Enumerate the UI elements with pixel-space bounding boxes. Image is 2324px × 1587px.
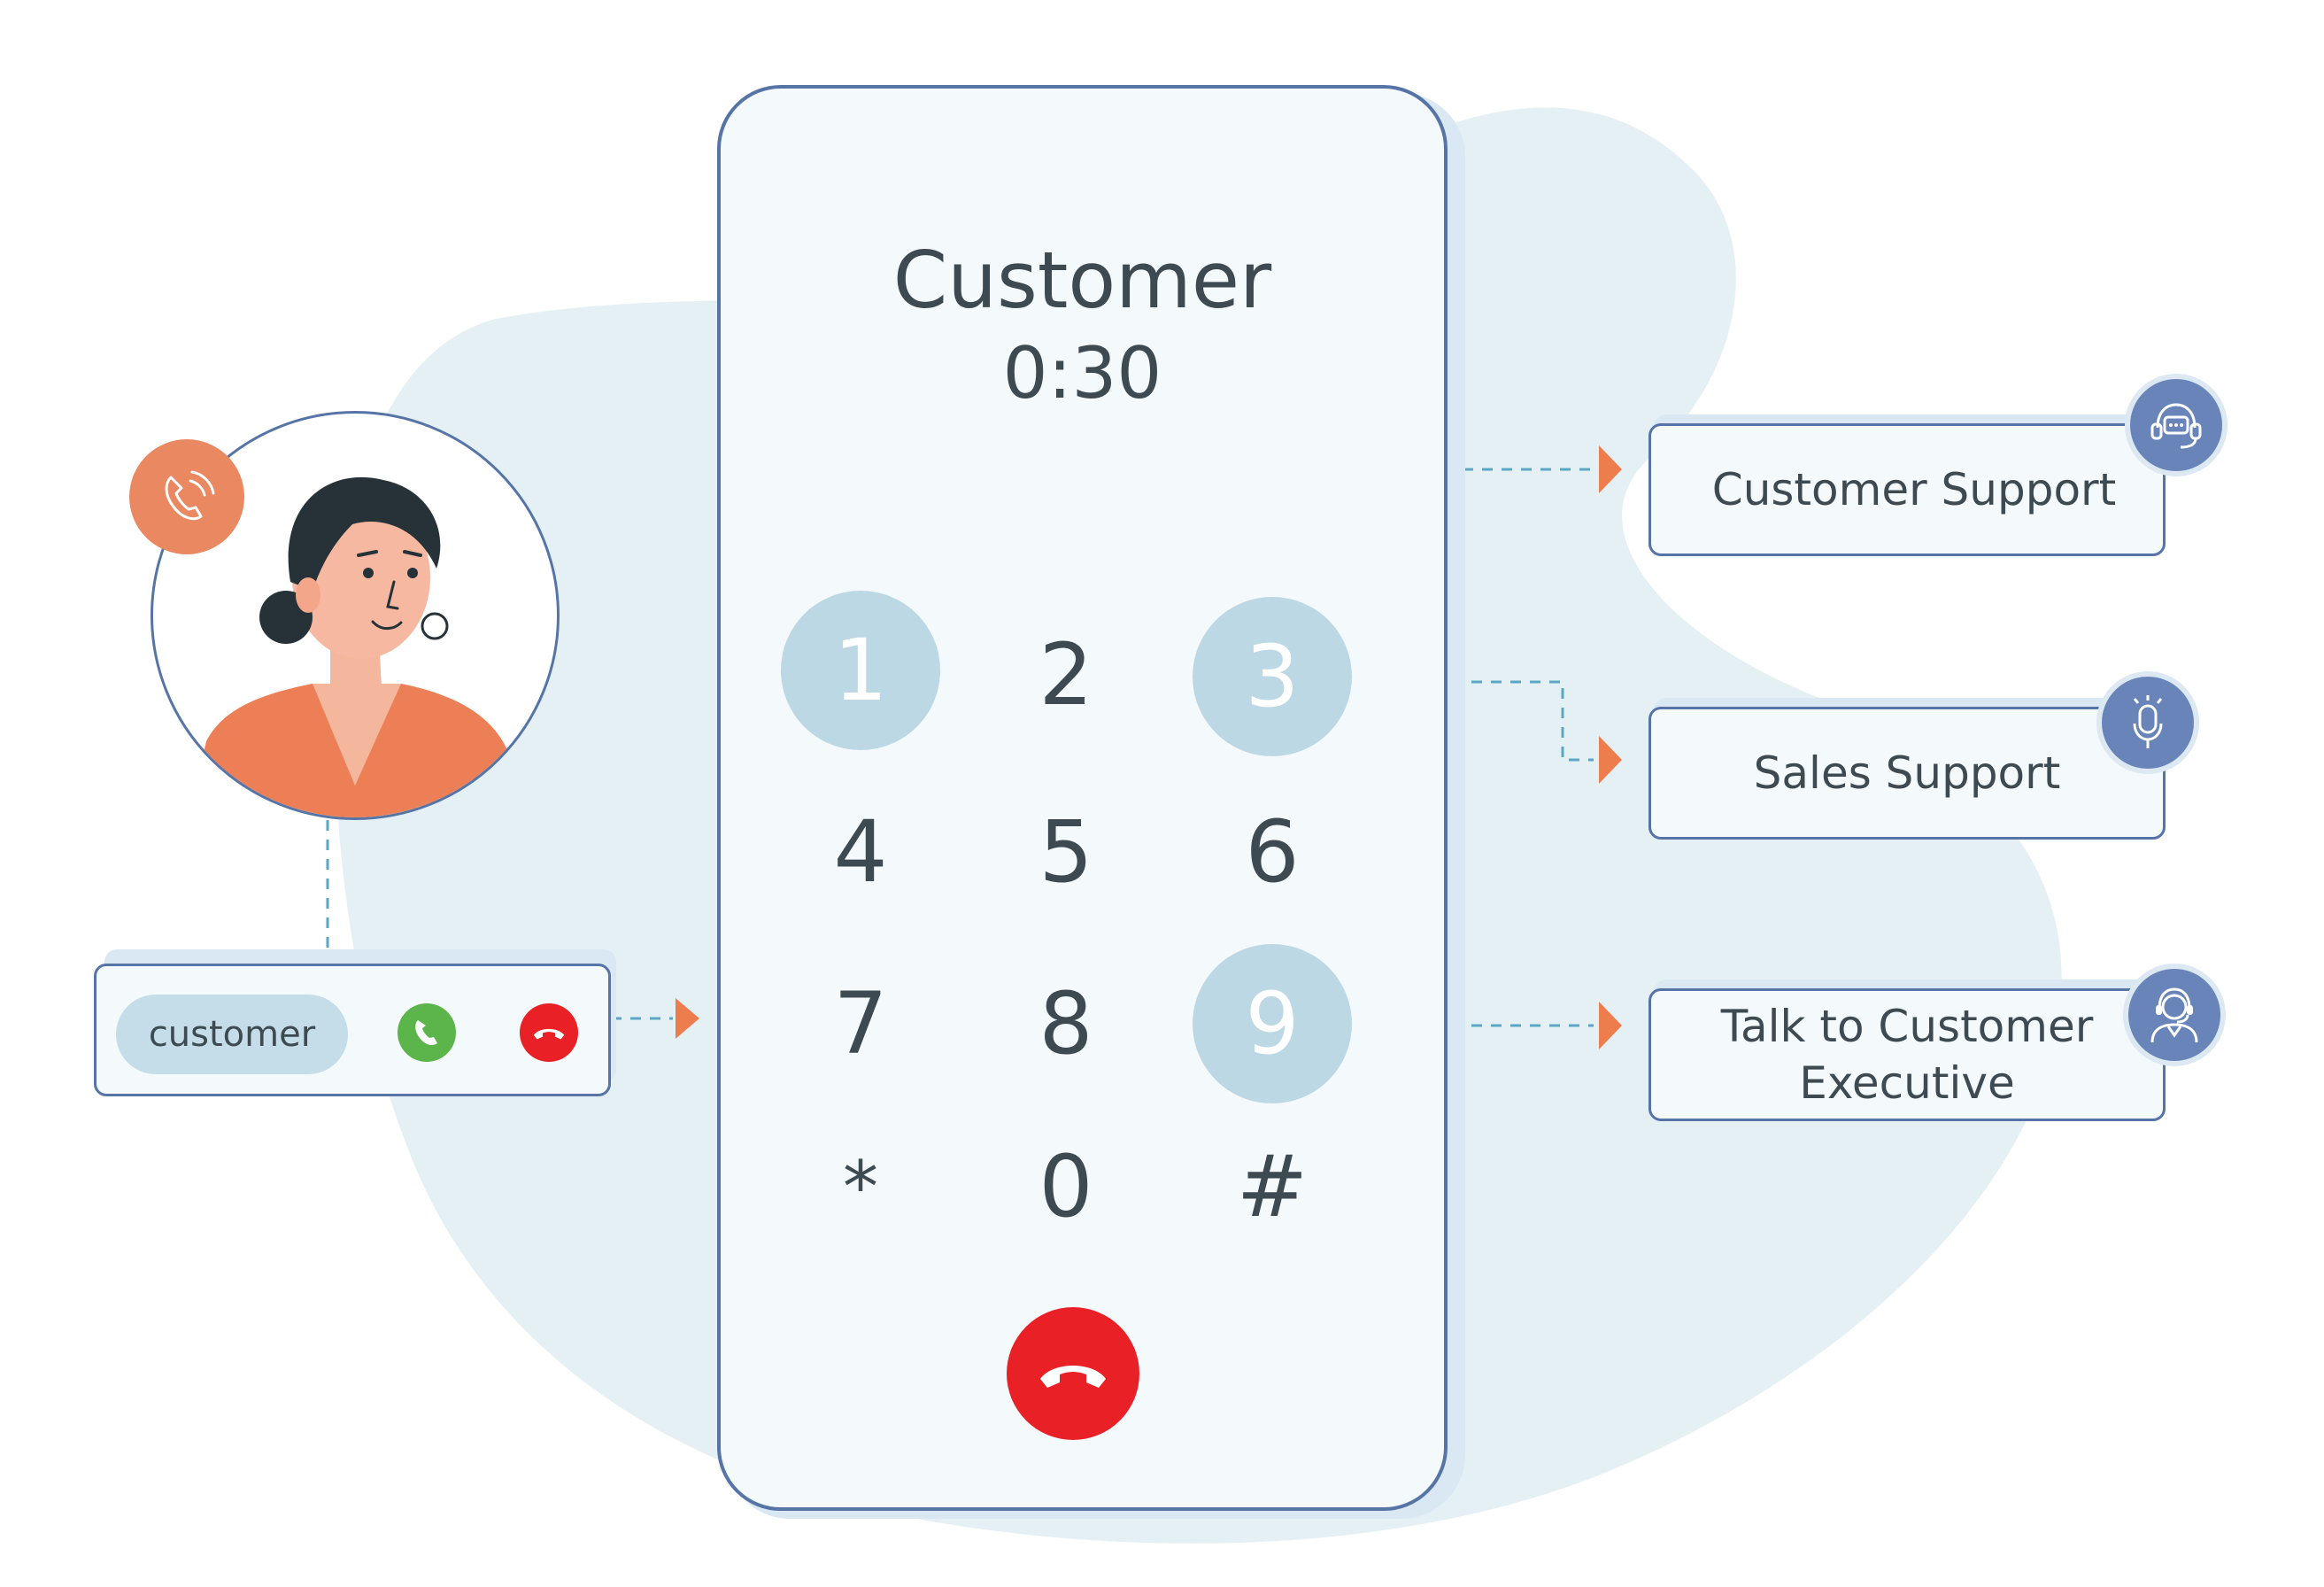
key-2[interactable]: 2 <box>1038 625 1093 724</box>
callbar-arrow <box>676 998 699 1039</box>
caller-chip: customer <box>116 995 348 1074</box>
incoming-call-bar: customer <box>94 964 611 1096</box>
end-call-button[interactable] <box>1007 1307 1139 1440</box>
support-agent-glyph <box>2150 987 2198 1043</box>
key-1[interactable]: 1 <box>781 591 940 750</box>
key1-arrow <box>1599 445 1622 493</box>
key9-arrow <box>1599 1002 1622 1049</box>
option-label: Customer Support <box>1711 464 2117 515</box>
key-hash[interactable]: # <box>1236 1137 1309 1236</box>
option-sales-support[interactable]: Sales Support <box>1648 707 2166 840</box>
hang-up-icon <box>1040 1366 1106 1388</box>
reject-call-button[interactable] <box>520 1003 578 1062</box>
option-customer-executive[interactable]: Talk to Customer Executive <box>1648 988 2166 1121</box>
caller-name: Customer <box>892 235 1272 326</box>
key-5[interactable]: 5 <box>1038 802 1093 902</box>
microphone-icon <box>2096 671 2199 774</box>
call-timer: 0:30 <box>1002 332 1162 414</box>
key3-arrow <box>1599 736 1622 784</box>
option-label: Sales Support <box>1753 747 2061 799</box>
key-6[interactable]: 6 <box>1245 802 1300 902</box>
key-7[interactable]: 7 <box>833 974 888 1073</box>
key-8[interactable]: 8 <box>1038 974 1093 1073</box>
hang-up-icon <box>533 1028 565 1040</box>
phone: Customer 0:30 1 2 3 4 5 6 7 8 9 * 0 # <box>717 85 1448 1511</box>
key-0[interactable]: 0 <box>1038 1137 1093 1236</box>
chat-headset-icon <box>2125 374 2227 476</box>
phone-icon <box>415 1020 437 1045</box>
key-3[interactable]: 3 <box>1193 597 1352 756</box>
chat-headset-glyph <box>2150 403 2202 449</box>
key-4[interactable]: 4 <box>833 802 888 902</box>
ringing-phone-icon <box>165 470 215 521</box>
microphone-glyph <box>2133 695 2163 748</box>
ringing-phone-badge <box>129 439 244 554</box>
woman-illustration <box>189 476 525 817</box>
option-label: Talk to Customer Executive <box>1720 1001 2094 1109</box>
option-customer-support[interactable]: Customer Support <box>1648 423 2166 556</box>
support-agent-icon <box>2123 964 2226 1066</box>
accept-call-button[interactable] <box>398 1003 456 1062</box>
key-9[interactable]: 9 <box>1193 944 1352 1103</box>
key-star[interactable]: * <box>843 1145 878 1228</box>
customer-avatar <box>151 411 560 820</box>
